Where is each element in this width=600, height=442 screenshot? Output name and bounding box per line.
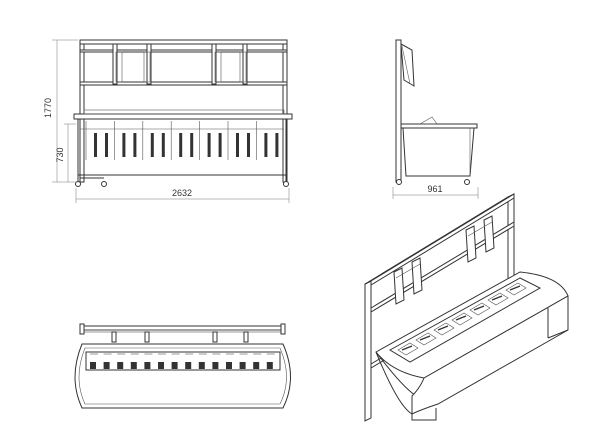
top-slot [158, 362, 164, 369]
top-slot [266, 362, 273, 369]
vent-slot [218, 133, 222, 157]
top-slot [117, 362, 124, 369]
caster [75, 181, 81, 187]
caster [101, 181, 107, 187]
caster [283, 181, 289, 187]
top-slot [226, 362, 232, 369]
vent-slot [236, 133, 239, 157]
top-slot [171, 362, 178, 369]
vent-slot [133, 133, 137, 157]
vent-slot [207, 133, 211, 157]
iso-slot-mark [455, 315, 467, 321]
dimension-label-height-desk: 730 [55, 147, 65, 162]
caster [396, 179, 402, 185]
dimension-label-height-total: 1770 [43, 98, 53, 118]
front-view: 1770 730 2632 [43, 39, 293, 203]
top-slot [198, 362, 205, 369]
monitor-frame-uprights [112, 43, 248, 85]
iso-slot-mark [473, 305, 485, 311]
iso-slot-mark [419, 335, 431, 341]
top-slot [185, 362, 192, 369]
top-slot [239, 362, 246, 369]
vent-slot [264, 133, 268, 157]
top-brackets [111, 331, 249, 343]
iso-vent-slots [397, 282, 527, 356]
iso-monitor-brackets [393, 215, 495, 305]
iso-slot [433, 322, 455, 336]
vent-slot [247, 133, 250, 157]
monitor-brackets [115, 51, 247, 83]
vent-slots [80, 121, 284, 160]
top-slot [212, 362, 219, 369]
top-slot [130, 362, 137, 369]
vent-slot [190, 133, 194, 157]
vent-slot [275, 133, 279, 157]
side-view: 961 [392, 39, 479, 199]
iso-slot-mark [491, 295, 503, 301]
iso-slot-mark [437, 325, 449, 331]
vent-slot [105, 133, 108, 157]
dimension-label-depth: 961 [427, 184, 442, 194]
iso-slot-mark [401, 345, 413, 351]
dimension-depth: 961 [392, 184, 479, 199]
top-vent-slots [90, 353, 275, 369]
iso-slot [397, 342, 419, 356]
top-view [74, 323, 291, 409]
top-slot [144, 362, 151, 369]
dimension-height-total: 1770 [43, 39, 78, 183]
top-slot [90, 362, 96, 369]
dimension-label-width: 2632 [172, 188, 192, 198]
isometric-view [364, 193, 569, 422]
dimension-width: 2632 [75, 188, 290, 203]
iso-slot [505, 282, 527, 296]
vent-slot [94, 133, 97, 157]
iso-slot [451, 312, 473, 326]
dimension-height-desk: 730 [55, 123, 76, 182]
vent-slot [161, 133, 165, 157]
iso-slot [487, 292, 509, 306]
caster [464, 179, 470, 185]
vent-slot [150, 133, 154, 157]
vent-slot [122, 133, 126, 157]
iso-slot [415, 332, 437, 346]
vent-slot [179, 133, 183, 157]
iso-slot [469, 302, 491, 316]
iso-slot-mark [509, 285, 521, 291]
top-slot [103, 362, 110, 369]
top-slot [253, 362, 260, 369]
